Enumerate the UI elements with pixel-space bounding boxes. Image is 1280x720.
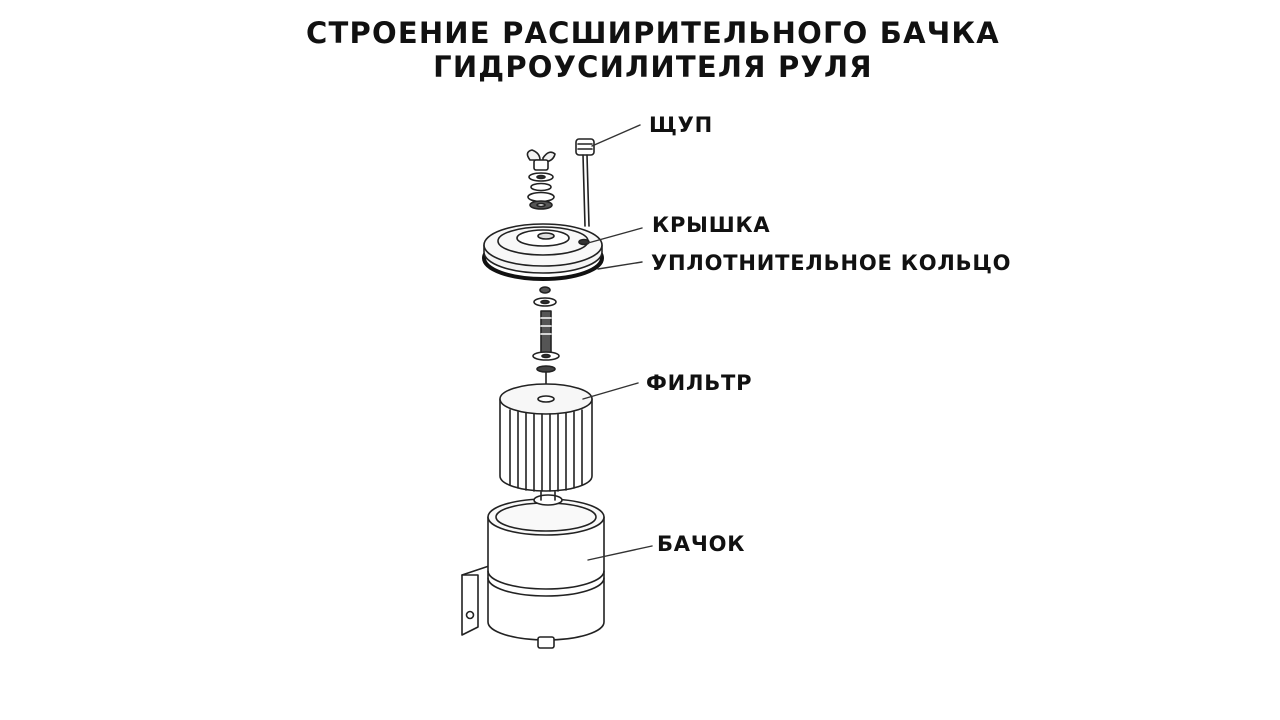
label-cap: КРЫШКА [652, 213, 771, 237]
label-seal-ring: УПЛОТНИТЕЛЬНОЕ КОЛЬЦО [651, 251, 1012, 275]
dipstick-part [575, 138, 595, 227]
cap-part [482, 223, 604, 281]
title-line-2: ГИДРОУСИЛИТЕЛЯ РУЛЯ [433, 50, 873, 84]
label-filter: ФИЛЬТР [646, 371, 753, 395]
leader-lines [582, 124, 653, 561]
title-line-1: СТРОЕНИЕ РАСШИРИТЕЛЬНОГО БАЧКА [306, 16, 1000, 50]
tank-part [461, 491, 605, 649]
diagram-title: СТРОЕНИЕ РАСШИРИТЕЛЬНОГО БАЧКА ГИДРОУСИЛ… [0, 16, 1280, 84]
label-dipstick: ЩУП [649, 113, 714, 137]
label-tank: БАЧОК [657, 532, 746, 556]
wing-nut-assembly [526, 149, 556, 210]
filter-bolt [532, 310, 560, 394]
spring-washers [533, 286, 557, 307]
filter-part [499, 383, 593, 492]
